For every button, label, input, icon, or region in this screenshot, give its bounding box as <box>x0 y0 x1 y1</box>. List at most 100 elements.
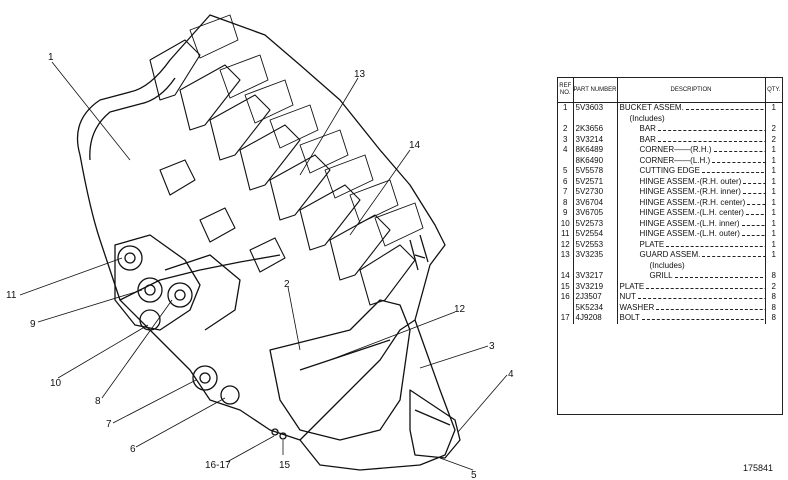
cell-ref <box>558 260 574 271</box>
callout-10: 10 <box>50 378 62 389</box>
cell-part-number: 5V3603 <box>573 102 618 114</box>
cell-ref <box>558 155 574 166</box>
cell-qty: 2 <box>771 124 776 133</box>
hinge-10 <box>139 309 161 331</box>
cell-description: WASHER <box>617 302 766 313</box>
cell-ref <box>558 113 574 124</box>
callout-2: 2 <box>284 279 290 290</box>
cell-qty: 8 <box>771 313 776 322</box>
dotted-leader <box>742 187 764 194</box>
description-text: HINGE ASSEM.-(L.H. outer) <box>639 229 740 238</box>
cell-ref: 2 <box>558 124 574 135</box>
dotted-leader <box>685 103 764 110</box>
dotted-leader <box>674 271 764 278</box>
description-text: CORNER——(L.H.) <box>639 155 711 165</box>
cell-description: BUCKET ASSEM. <box>617 102 766 114</box>
callout-4: 4 <box>508 369 514 380</box>
description-text: BUCKET ASSEM. <box>619 103 684 112</box>
bucket-exploded-drawing: 1 13 14 11 9 2 12 10 8 3 7 4 6 16-17 15 … <box>6 14 514 480</box>
callout-13: 13 <box>354 69 366 80</box>
callout-6: 6 <box>130 444 136 455</box>
cell-part-number: 5V5578 <box>573 166 618 177</box>
cell-part-number <box>573 113 618 124</box>
description-text: HINGE ASSEM.-(L.H. center) <box>639 208 744 217</box>
parts-list-table: REF NO. PART NUMBER DESCRIPTION QTY. 1 5V… <box>557 77 783 415</box>
cell-qty: 8 <box>771 302 776 312</box>
cell-part-number: 5K5234 <box>573 302 618 313</box>
cell-qty: 1 <box>771 103 776 112</box>
description-text: BOLT <box>619 313 640 322</box>
cell-part-number: 3V3217 <box>573 271 618 282</box>
cell-ref: 4 <box>558 145 574 156</box>
cell-ref: 17 <box>558 313 574 324</box>
dotted-leader <box>741 219 764 226</box>
cutting-edge <box>409 389 461 459</box>
cell-ref: 5 <box>558 166 574 177</box>
cell-description: PLATE <box>617 239 766 250</box>
cell-part-number: 3V3235 <box>573 250 618 261</box>
description-text: GUARD ASSEM. <box>639 250 701 259</box>
callout-14: 14 <box>409 140 421 151</box>
dotted-leader <box>656 303 764 310</box>
cell-qty: 1 <box>771 166 776 175</box>
hinge-8 <box>167 282 193 308</box>
cell-qty: 1 <box>771 197 776 207</box>
cell-part-number: 3V3214 <box>573 134 618 145</box>
description-text: WASHER <box>619 302 655 312</box>
callout-7: 7 <box>106 419 112 430</box>
cell-description: GUARD ASSEM. <box>617 250 766 261</box>
cell-part-number: 2J3507 <box>573 292 618 303</box>
description-text: HINGE ASSEM.-(R.H. center) <box>639 197 746 207</box>
document-number: 175841 <box>743 463 774 473</box>
cell-ref: 15 <box>558 281 574 292</box>
description-text: CUTTING EDGE <box>639 166 700 175</box>
cell-description: HINGE ASSEM.-(L.H. outer) <box>617 229 766 240</box>
cell-ref: 9 <box>558 208 574 219</box>
callout-16-17: 16-17 <box>205 460 231 471</box>
cell-ref: 7 <box>558 187 574 198</box>
dotted-leader <box>747 198 764 205</box>
header-part-number: PART NUMBER <box>573 78 618 103</box>
dotted-leader <box>741 229 764 236</box>
cell-ref: 10 <box>558 218 574 229</box>
table-header-row: REF NO. PART NUMBER DESCRIPTION QTY. <box>558 78 782 103</box>
description-text: (Includes) <box>649 260 685 270</box>
cell-qty: 1 <box>771 218 776 228</box>
cell-description: CORNER——(R.H.) <box>617 145 766 156</box>
cell-qty <box>765 261 782 272</box>
cell-part-number: 2K3656 <box>573 124 618 135</box>
cell-ref: 12 <box>558 239 574 250</box>
cell-qty: 1 <box>771 250 776 259</box>
description-text: NUT <box>619 292 636 301</box>
dotted-leader <box>637 292 764 299</box>
cell-qty: 1 <box>771 145 776 154</box>
dotted-leader <box>745 208 764 215</box>
description-text: PLATE <box>639 239 665 249</box>
cell-qty: 1 <box>771 155 776 165</box>
dotted-leader <box>646 282 764 289</box>
cell-description: HINGE ASSEM.-(R.H. inner) <box>617 187 766 198</box>
cell-part-number: 3V6705 <box>573 208 618 219</box>
cell-ref: 3 <box>558 134 574 145</box>
cell-part-number <box>573 260 618 271</box>
guard-assembly <box>149 39 416 306</box>
callout-1: 1 <box>48 52 54 63</box>
cell-part-number: 5V2571 <box>573 176 618 187</box>
cell-description: HINGE ASSEM.-(L.H. inner) <box>617 218 766 229</box>
cell-description: BAR <box>617 124 766 135</box>
cell-description: PLATE <box>617 281 766 292</box>
cell-description: (Includes) <box>617 113 766 124</box>
description-text: BAR <box>639 124 656 133</box>
dotted-leader <box>713 145 764 152</box>
cell-qty: 2 <box>771 281 776 291</box>
